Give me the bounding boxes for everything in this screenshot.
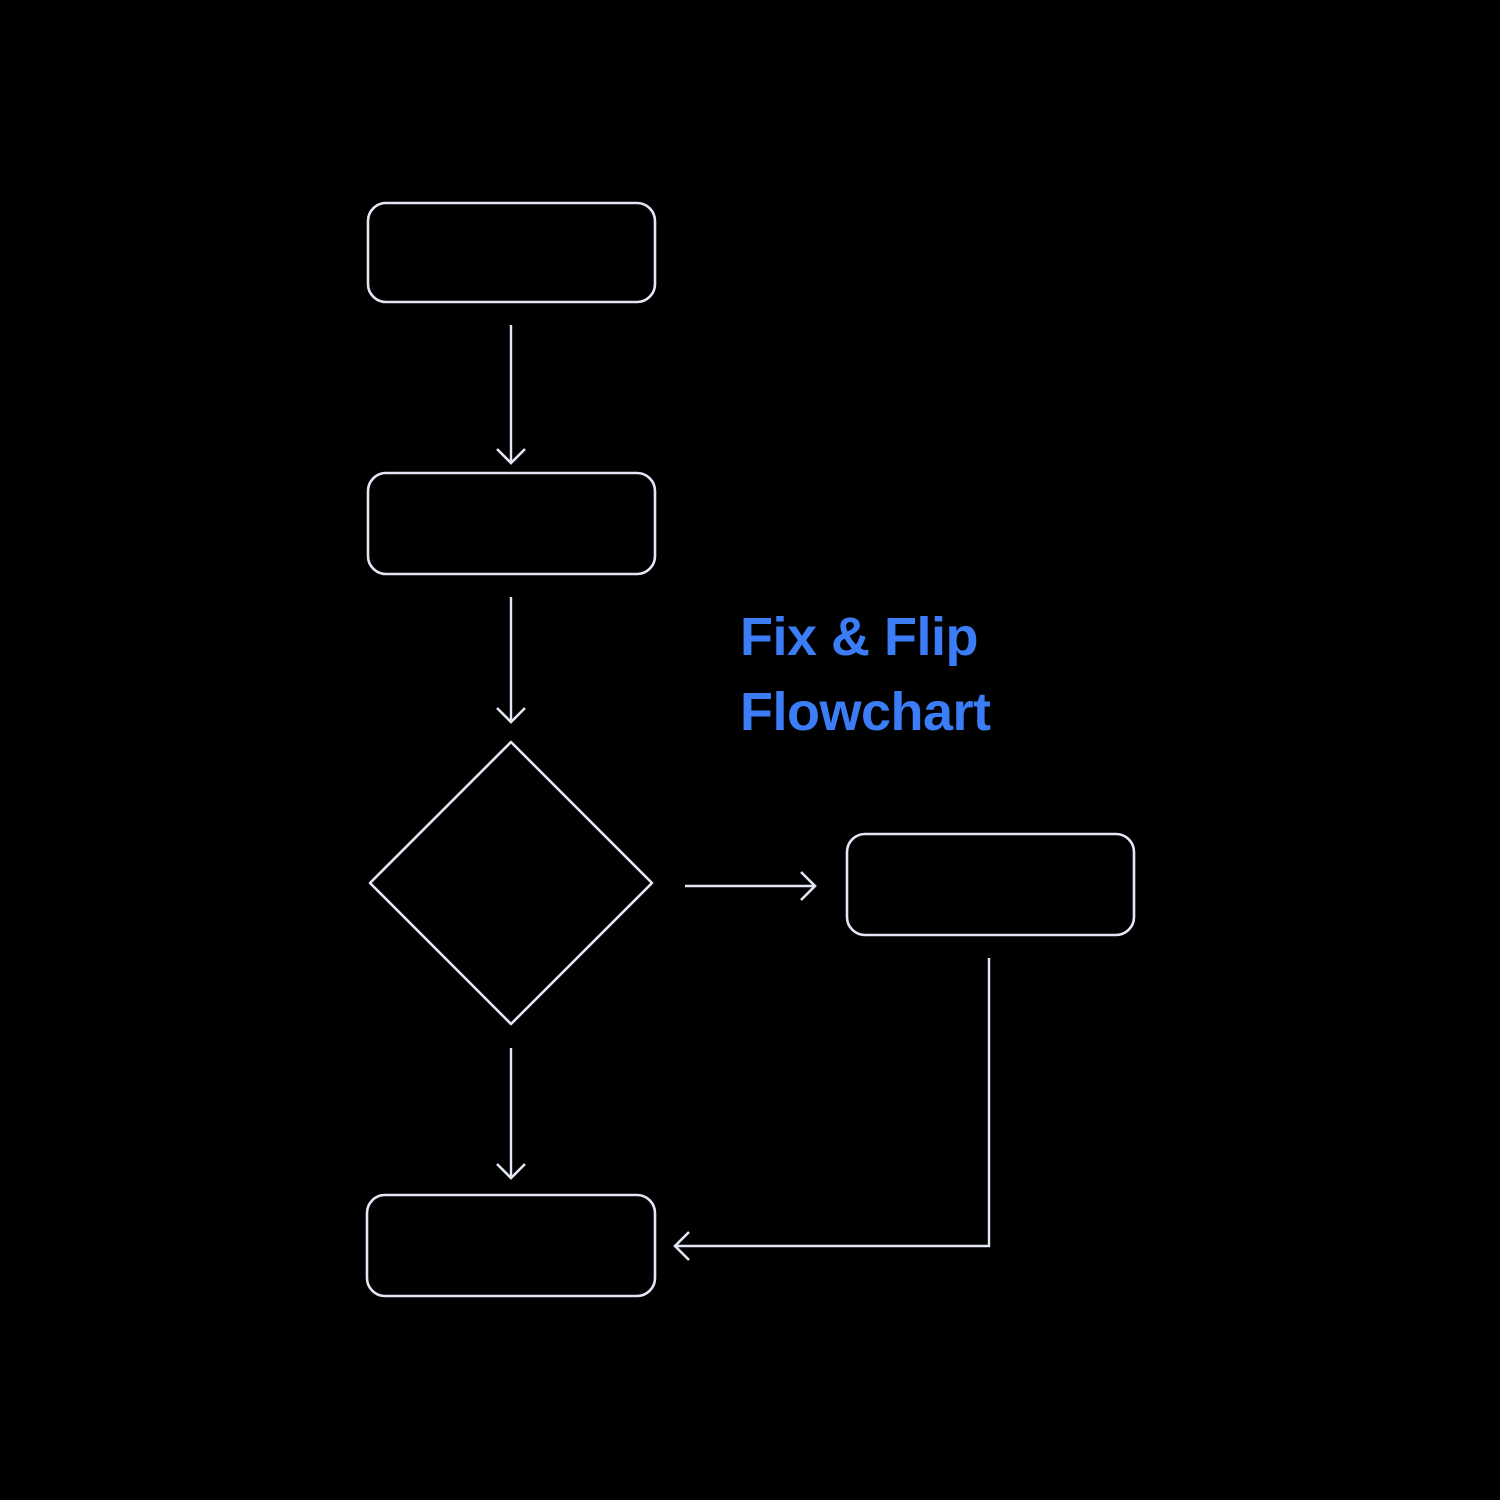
diagram-title-line-1: Fix & Flip — [740, 607, 978, 667]
edge-decision-to-right-arrowhead — [800, 871, 817, 901]
flowchart-nodes — [365, 201, 1136, 1298]
edge-right-to-bottom-line — [677, 958, 991, 1248]
process-box-second[interactable] — [366, 471, 657, 576]
edge-decision-to-right — [685, 871, 817, 901]
edge-right-to-bottom-arrowhead — [673, 1231, 690, 1261]
edge-second-to-decision — [496, 597, 526, 724]
edge-right-to-bottom — [673, 958, 991, 1261]
edge-top-to-second-arrowhead — [496, 448, 526, 465]
process-box-bottom[interactable] — [365, 1193, 657, 1298]
edge-decision-to-bottom-arrowhead — [496, 1163, 526, 1180]
decision-diamond[interactable] — [368, 740, 654, 1026]
flowchart-edges — [496, 325, 991, 1261]
edge-second-to-decision-arrowhead — [496, 707, 526, 724]
edge-top-to-second — [496, 325, 526, 465]
diagram-title: Fix & Flip Flowchart — [740, 607, 992, 742]
process-box-top[interactable] — [366, 201, 657, 304]
diagram-title-line-2: Flowchart — [740, 682, 991, 742]
edge-decision-to-bottom — [496, 1048, 526, 1180]
process-box-right[interactable] — [845, 832, 1136, 937]
